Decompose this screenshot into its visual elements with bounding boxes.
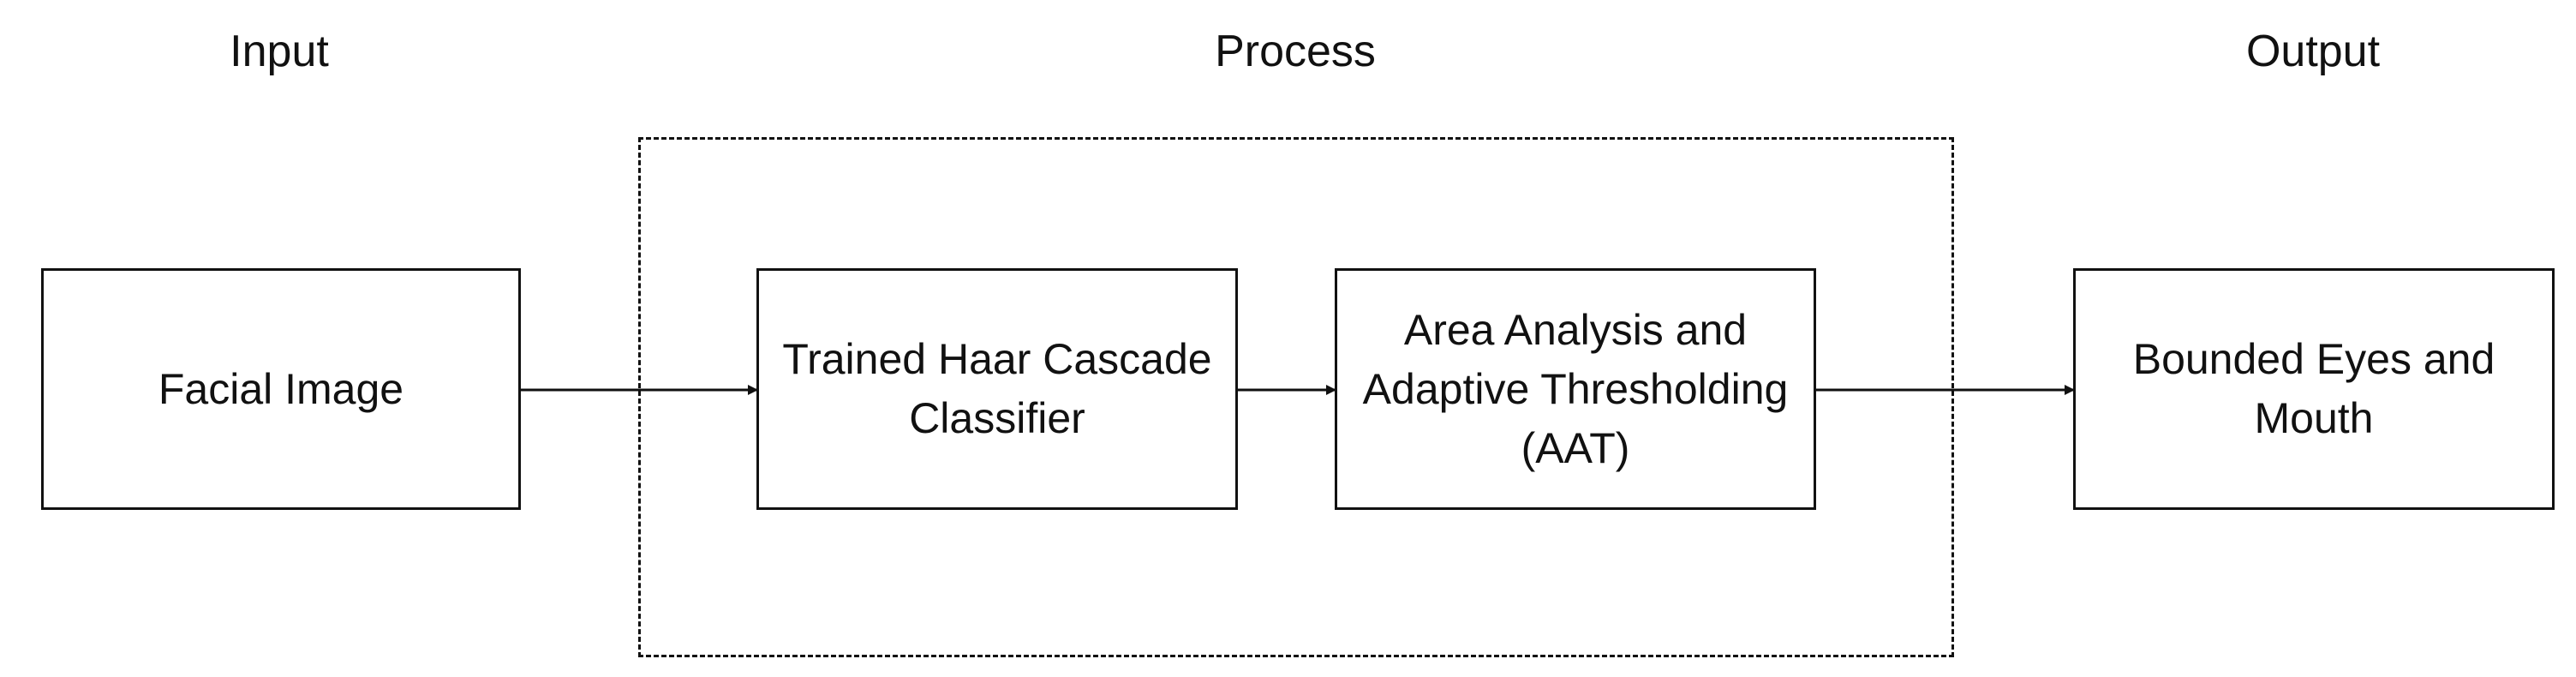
facial-image-node: Facial Image: [41, 268, 521, 510]
area-analysis-node: Area Analysis and Adaptive Thresholding …: [1335, 268, 1816, 510]
input-section-label: Input: [230, 27, 329, 76]
area-analysis-label: Area Analysis and Adaptive Thresholding …: [1362, 305, 1789, 472]
haar-classifier-label: Trained Haar Cascade Classifier: [782, 335, 1212, 442]
bounded-output-node: Bounded Eyes and Mouth: [2073, 268, 2555, 510]
bounded-output-label: Bounded Eyes and Mouth: [2132, 335, 2495, 442]
haar-classifier-node: Trained Haar Cascade Classifier: [756, 268, 1238, 510]
output-section-label: Output: [2245, 27, 2381, 76]
facial-image-label: Facial Image: [158, 364, 404, 413]
process-section-label: Process: [1215, 27, 1376, 76]
process-boundary: [638, 137, 1954, 657]
